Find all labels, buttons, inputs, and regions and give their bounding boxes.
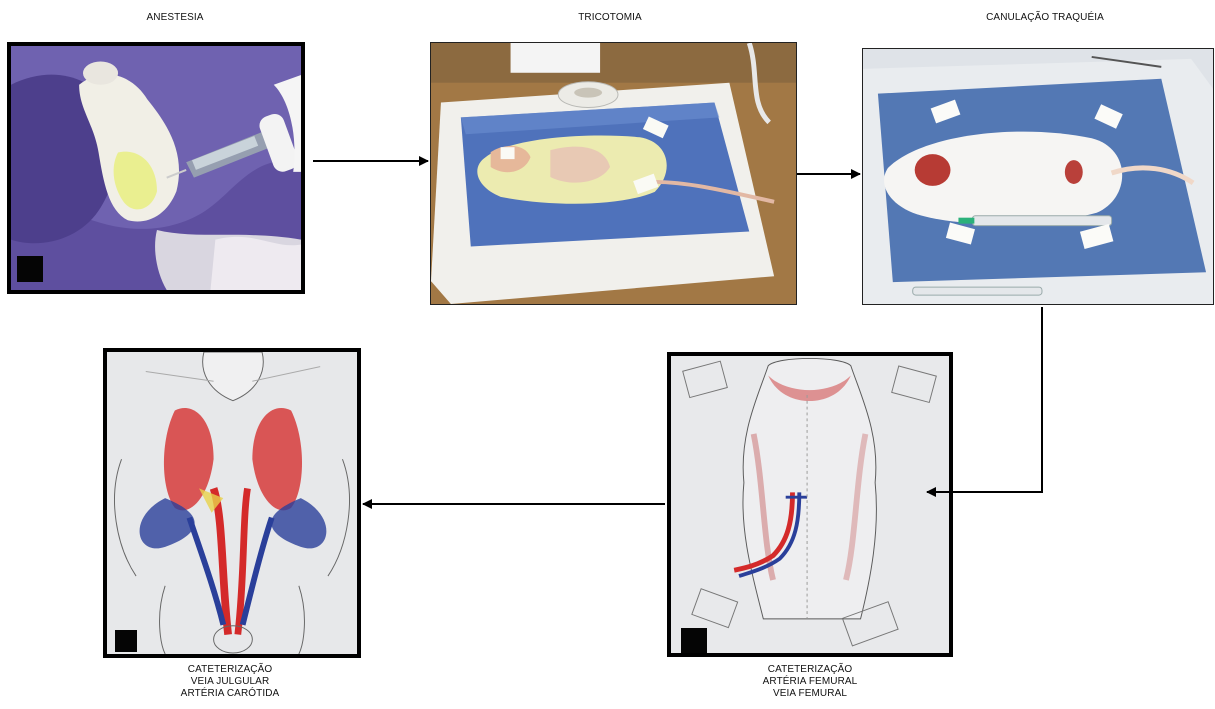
anatomy-drawing-icon [671,356,949,653]
photo-tricotomia [430,42,797,305]
drawing-femoral [667,352,953,657]
step-label-tricotomia: TRICOTOMIA [530,12,690,24]
photo-canulacao [862,48,1214,305]
tricotomia-scene [431,43,796,304]
canulacao-scene [863,49,1213,304]
anatomy-drawing-icon [107,352,357,654]
anestesia-scene [11,46,301,290]
step-label-femoral: CATETERIZAÇÃO ARTÉRIA FEMURAL VEIA FEMUR… [710,664,910,700]
step-label-canulacao: CANULAÇÃO TRAQUÉIA [945,12,1145,24]
scale-marker [17,256,43,282]
drawing-jugular [103,348,361,658]
step-label-anestesia: ANESTESIA [95,12,255,24]
scale-marker [115,630,137,652]
step-label-jugular: CATETERIZAÇÃO VEIA JULGULAR ARTÉRIA CARÓ… [130,664,330,700]
photo-anestesia [7,42,305,294]
scale-marker [681,628,707,654]
